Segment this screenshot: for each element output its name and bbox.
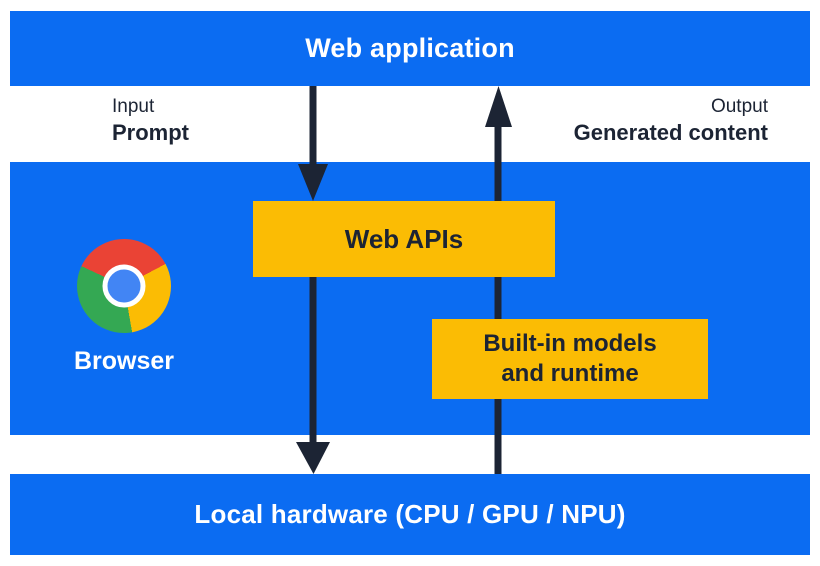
browser-label: Browser — [73, 347, 175, 375]
builtin-models-label-line1: Built-in models — [483, 330, 657, 357]
web-application-band: Web application — [10, 11, 810, 86]
local-hardware-label: Local hardware (CPU / GPU / NPU) — [194, 499, 626, 529]
chrome-browser-icon — [77, 239, 171, 333]
web-application-label: Web application — [305, 33, 515, 63]
chrome-logo-center — [102, 264, 146, 308]
input-label-group: Input Prompt — [112, 95, 189, 147]
builtin-models-label-line2: and runtime — [501, 360, 639, 387]
output-label-group: Output Generated content — [574, 95, 768, 147]
web-apis-label: Web APIs — [344, 223, 464, 254]
input-caption: Input — [112, 96, 155, 117]
builtin-models-box: Built-in models and runtime — [432, 319, 708, 399]
output-caption: Output — [710, 96, 768, 117]
output-value-label: Generated content — [573, 120, 768, 146]
input-value-label: Prompt — [112, 120, 189, 146]
browser-identity: Browser — [47, 239, 201, 376]
local-hardware-band: Local hardware (CPU / GPU / NPU) — [10, 474, 810, 555]
web-apis-box: Web APIs — [253, 201, 555, 277]
